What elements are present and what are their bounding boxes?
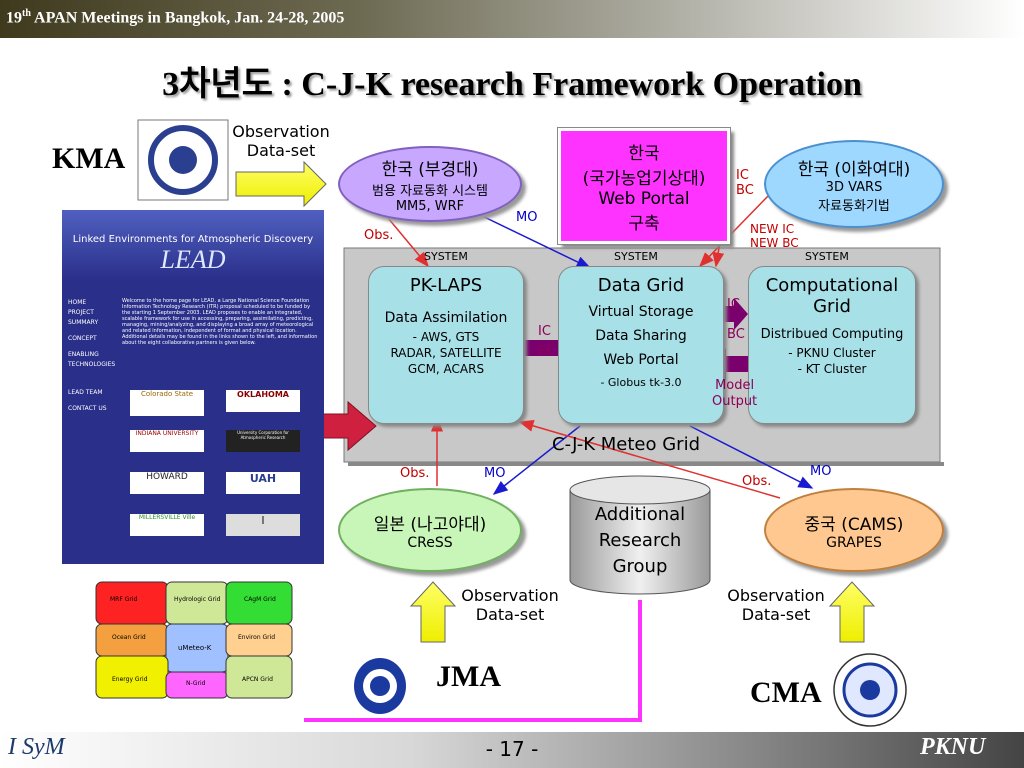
lead-webpage-image: Linked Environments for Atmospheric Disc…	[62, 210, 324, 564]
footer-bar	[0, 732, 1024, 768]
mo-label: MO	[810, 464, 832, 479]
puzzle-label: uMeteo-K	[178, 644, 212, 652]
system-label: SYSTEM	[424, 250, 468, 263]
kma-label: KMA	[52, 142, 126, 175]
system-label: SYSTEM	[614, 250, 658, 263]
puzzle-piece	[225, 655, 293, 699]
puzzle-piece	[225, 581, 293, 625]
mo-arrow-china	[689, 425, 814, 489]
mo-arrow-pknu	[473, 211, 592, 269]
research-cylinder	[569, 475, 711, 505]
puzzle-label: Energy Grid	[112, 676, 148, 683]
obs-label: Obs.	[364, 228, 394, 243]
lead-partner-logo: Colorado State	[130, 390, 204, 416]
lead-partner-logo: MILLERSVILLE Ville	[130, 514, 204, 536]
puzzle-label: Ocean Grid	[112, 634, 146, 641]
japan-oval: 일본 (나고야대) CReSS	[338, 488, 522, 572]
lead-partner-logo: UAH	[226, 472, 300, 494]
icbc-arrow-ewha	[698, 193, 771, 268]
pklaps-panel: PK-LAPS Data Assimilation - AWS, GTS RAD…	[368, 266, 524, 424]
lead-partner-logo: I	[226, 514, 300, 536]
meteo-grid-label: C-J-K Meteo Grid	[552, 434, 700, 455]
lead-banner: Linked Environments for Atmospheric Disc…	[72, 234, 314, 245]
puzzle-label: N-Grid	[186, 680, 206, 687]
slide-title: 3차년도 : C-J-K research Framework Operatio…	[162, 66, 862, 103]
jma-label: JMA	[436, 660, 501, 693]
icsym-logo: I SyM	[8, 734, 65, 760]
puzzle-label: Environ Grid	[238, 634, 276, 641]
cma-obs-arrow	[828, 581, 876, 643]
puzzle-piece	[165, 581, 229, 625]
lead-partner-logo: INDIANA UNIVERSITY	[130, 430, 204, 452]
mo-label: MO	[484, 466, 506, 481]
computational-grid-panel: Computational Grid Distribued Computing …	[748, 266, 916, 424]
puzzle-label: MRF Grid	[110, 596, 138, 603]
korea-ewha-oval: 한국 (이화여대) 3D VARS 자료동화기법	[764, 140, 944, 228]
obs-label: Obs.	[400, 466, 430, 481]
puzzle-label: Hydrologic Grid	[174, 596, 221, 603]
kma-obs-arrow	[235, 160, 327, 208]
lead-partner-logo: University Corporation for Atmospheric R…	[226, 430, 300, 452]
meeting-header: 19th APAN Meetings in Bangkok, Jan. 24-2…	[6, 8, 345, 27]
puzzle-graphic	[95, 581, 293, 699]
obs-arrow-china	[518, 420, 781, 499]
header-bar	[0, 0, 1024, 38]
jma-obs-arrow	[409, 581, 457, 643]
page-number: - 17 -	[485, 737, 539, 761]
cma-label: CMA	[750, 676, 822, 709]
lead-logo: LEAD	[160, 245, 226, 274]
lead-partner-logo: HOWARD	[130, 472, 204, 494]
obs-arrow-pknu	[387, 217, 429, 268]
puzzle-label: CAgM Grid	[244, 596, 276, 603]
system-label: SYSTEM	[805, 250, 849, 263]
puzzle-piece	[95, 581, 169, 625]
datagrid-panel: Data Grid Virtual Storage Data Sharing W…	[558, 266, 724, 424]
puzzle-label: APCN Grid	[242, 676, 273, 683]
mo-arrow-japan	[492, 425, 581, 495]
korea-pknu-oval: 한국 (부경대) 범용 자료동화 시스템 MM5, WRF	[338, 146, 522, 222]
jma-to-research-line	[304, 600, 642, 722]
lead-intro: Welcome to the home page for LEAD, a Lar…	[122, 298, 318, 346]
obs-label: Obs.	[742, 474, 772, 489]
mo-label: MO	[516, 210, 538, 225]
korea-web-portal-box: 한국 (국가농업기상대) Web Portal 구축	[557, 127, 731, 245]
lead-partner-logo: OKLAHOMA	[226, 390, 300, 412]
china-oval: 중국 (CAMS) GRAPES	[764, 488, 944, 572]
pknu-label: PKNU	[920, 734, 986, 760]
